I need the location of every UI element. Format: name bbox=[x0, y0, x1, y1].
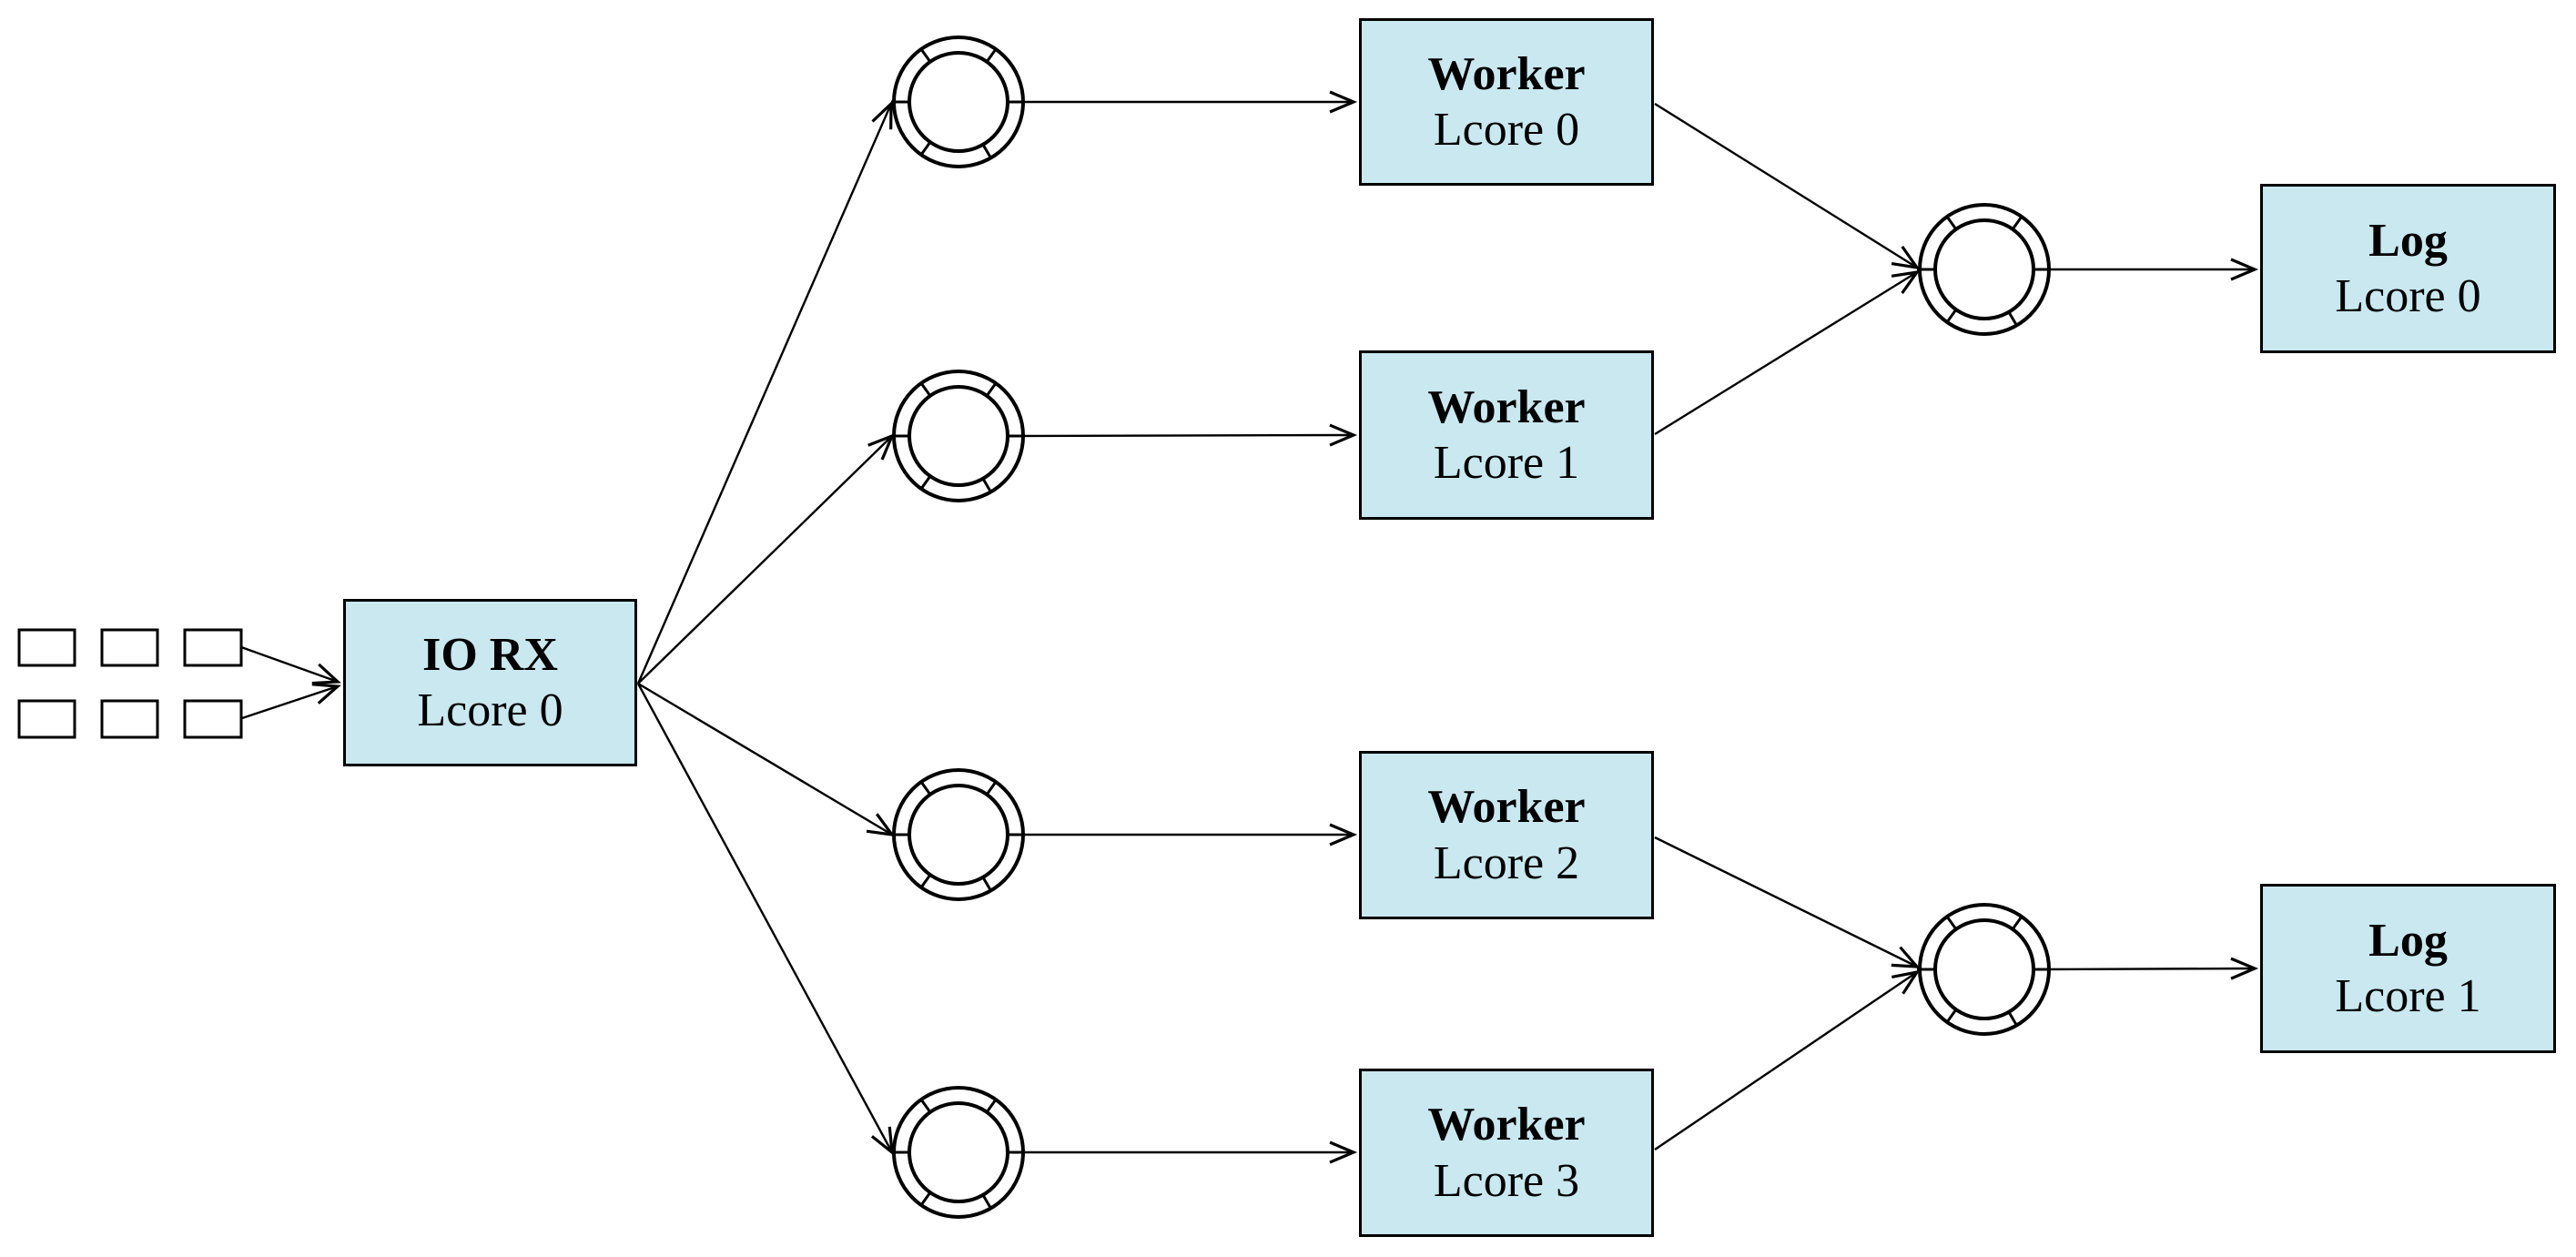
node-subtitle: Lcore 1 bbox=[2335, 970, 2481, 1022]
node-subtitle: Lcore 0 bbox=[417, 684, 563, 736]
flow-arrow-worker0-to-ring bbox=[1654, 102, 1921, 270]
node-io-rx: IO RX Lcore 0 bbox=[343, 599, 637, 766]
node-worker-0: Worker Lcore 0 bbox=[1359, 18, 1654, 186]
flow-arrow-ring-to-worker-1 bbox=[1007, 423, 1358, 447]
nic-packet-queues bbox=[17, 628, 243, 739]
node-subtitle: Lcore 1 bbox=[1433, 437, 1580, 489]
node-worker-2: Worker Lcore 2 bbox=[1359, 751, 1654, 919]
packet-rect-icon bbox=[100, 628, 159, 667]
node-title: Log bbox=[2368, 914, 2448, 967]
packet-rect-icon bbox=[17, 628, 76, 667]
flow-arrow-iorx-to-ring-3 bbox=[636, 683, 894, 1156]
flow-arrow-nic-to-iorx bbox=[241, 683, 341, 720]
node-subtitle: Lcore 3 bbox=[1433, 1154, 1580, 1207]
node-log-0: Log Lcore 0 bbox=[2260, 184, 2556, 353]
flow-arrow-worker3-to-ring bbox=[1654, 969, 1921, 1151]
packet-rect-icon bbox=[100, 699, 159, 739]
node-subtitle: Lcore 0 bbox=[2335, 270, 2481, 322]
node-log-1: Log Lcore 1 bbox=[2260, 884, 2556, 1053]
flow-arrow-iorx-to-ring-2 bbox=[637, 682, 896, 837]
node-subtitle: Lcore 0 bbox=[1433, 104, 1580, 156]
node-worker-3: Worker Lcore 3 bbox=[1359, 1069, 1654, 1237]
node-title: Worker bbox=[1427, 47, 1586, 100]
ring-buffer-icon bbox=[1915, 903, 2051, 1036]
node-title: IO RX bbox=[422, 628, 558, 681]
node-subtitle: Lcore 2 bbox=[1433, 836, 1580, 889]
node-worker-1: Worker Lcore 1 bbox=[1359, 350, 1654, 520]
flow-arrow-worker2-to-ring bbox=[1654, 836, 1921, 968]
node-title: Log bbox=[2368, 214, 2448, 267]
flow-arrow-iorx-to-ring-1 bbox=[637, 433, 895, 684]
ring-buffer-icon bbox=[1915, 203, 2051, 336]
ring-buffer-icon bbox=[889, 35, 1025, 168]
ring-buffer-icon bbox=[889, 768, 1025, 901]
ring-buffer-icon bbox=[889, 1086, 1025, 1219]
ring-buffer-icon bbox=[889, 370, 1025, 502]
flow-arrow-ring-to-log-1 bbox=[2034, 957, 2259, 980]
flow-arrow-worker1-to-ring bbox=[1654, 269, 1921, 436]
node-title: Worker bbox=[1427, 1099, 1586, 1151]
node-title: Worker bbox=[1427, 781, 1586, 834]
node-title: Worker bbox=[1427, 380, 1586, 433]
packet-rect-icon bbox=[17, 699, 76, 739]
packet-rect-icon bbox=[183, 628, 243, 667]
flow-arrow-iorx-to-ring-0 bbox=[636, 100, 893, 684]
packet-rect-icon bbox=[183, 699, 243, 739]
flow-arrow-nic-to-iorx bbox=[240, 645, 341, 685]
